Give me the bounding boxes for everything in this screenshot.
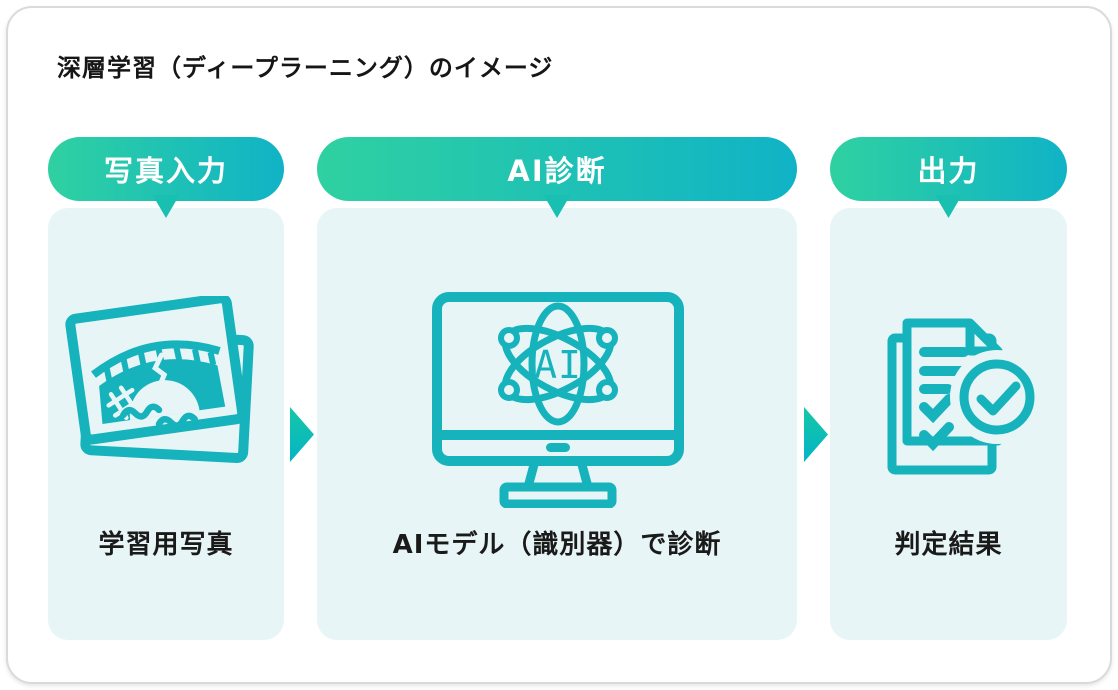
step-badge-label: AI診断 (507, 154, 607, 188)
step-badge-label: 写真入力 (103, 154, 228, 188)
ai-atom-monitor-icon: AI (432, 292, 684, 508)
step-label-training-photos: 学習用写真 (98, 530, 234, 560)
diagram-title: 深層学習（ディープラーニング）のイメージ (57, 54, 554, 82)
checklist-check-icon (887, 318, 1040, 475)
stacked-photos-icon (65, 296, 254, 463)
step-badge-output: 出力 (830, 137, 1067, 218)
step-label-ai-model: AIモデル（識別器）で診断 (392, 530, 722, 560)
atom-ai-text: AI (534, 343, 582, 387)
step-badge-photo-input: 写真入力 (48, 137, 284, 218)
step-badge-ai-diagnosis: AI診断 (317, 137, 797, 218)
step-badge-label: 出力 (917, 154, 980, 188)
step-label-result: 判定結果 (894, 530, 1003, 560)
